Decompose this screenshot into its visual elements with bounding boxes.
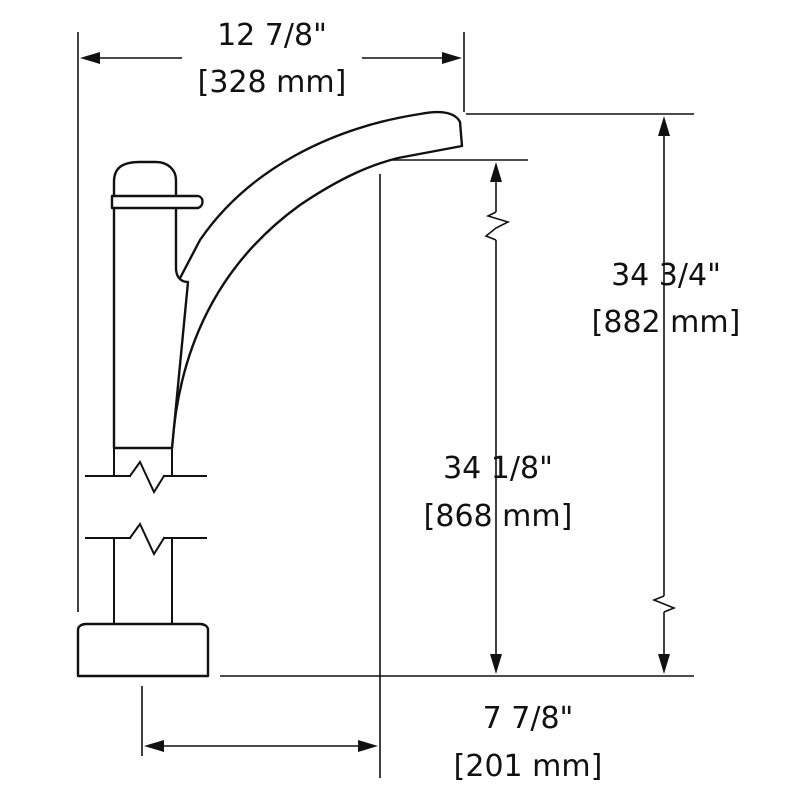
column-break-upper	[85, 460, 207, 495]
faucet-base	[76, 622, 210, 678]
spout-reach-metric: [201 mm]	[454, 749, 603, 784]
overall-width-imperial: 12 7/8"	[217, 18, 327, 53]
faucet-outline	[110, 110, 464, 477]
total-height-imperial: 34 3/4"	[611, 258, 721, 293]
spout-reach-dimension: 7 7/8" [201 mm]	[144, 701, 602, 784]
faucet-handle-lever	[110, 194, 204, 210]
spout-height-metric: [868 mm]	[424, 499, 573, 534]
faucet-column	[112, 160, 190, 450]
overall-width-dimension: 12 7/8" [328 mm]	[80, 18, 462, 100]
column-break-lower	[85, 522, 207, 557]
extension-lines	[77, 32, 694, 778]
total-height-metric: [882 mm]	[592, 305, 741, 340]
spout-height-dimension: 34 1/8" [868 mm]	[424, 162, 573, 674]
total-height-dimension: 34 3/4" [882 mm]	[592, 116, 741, 674]
faucet-spout	[170, 110, 464, 450]
spout-reach-imperial: 7 7/8"	[483, 701, 574, 736]
faucet-lower-column	[113, 537, 173, 625]
spout-height-imperial: 34 1/8"	[443, 451, 553, 486]
overall-width-metric: [328 mm]	[198, 65, 347, 100]
